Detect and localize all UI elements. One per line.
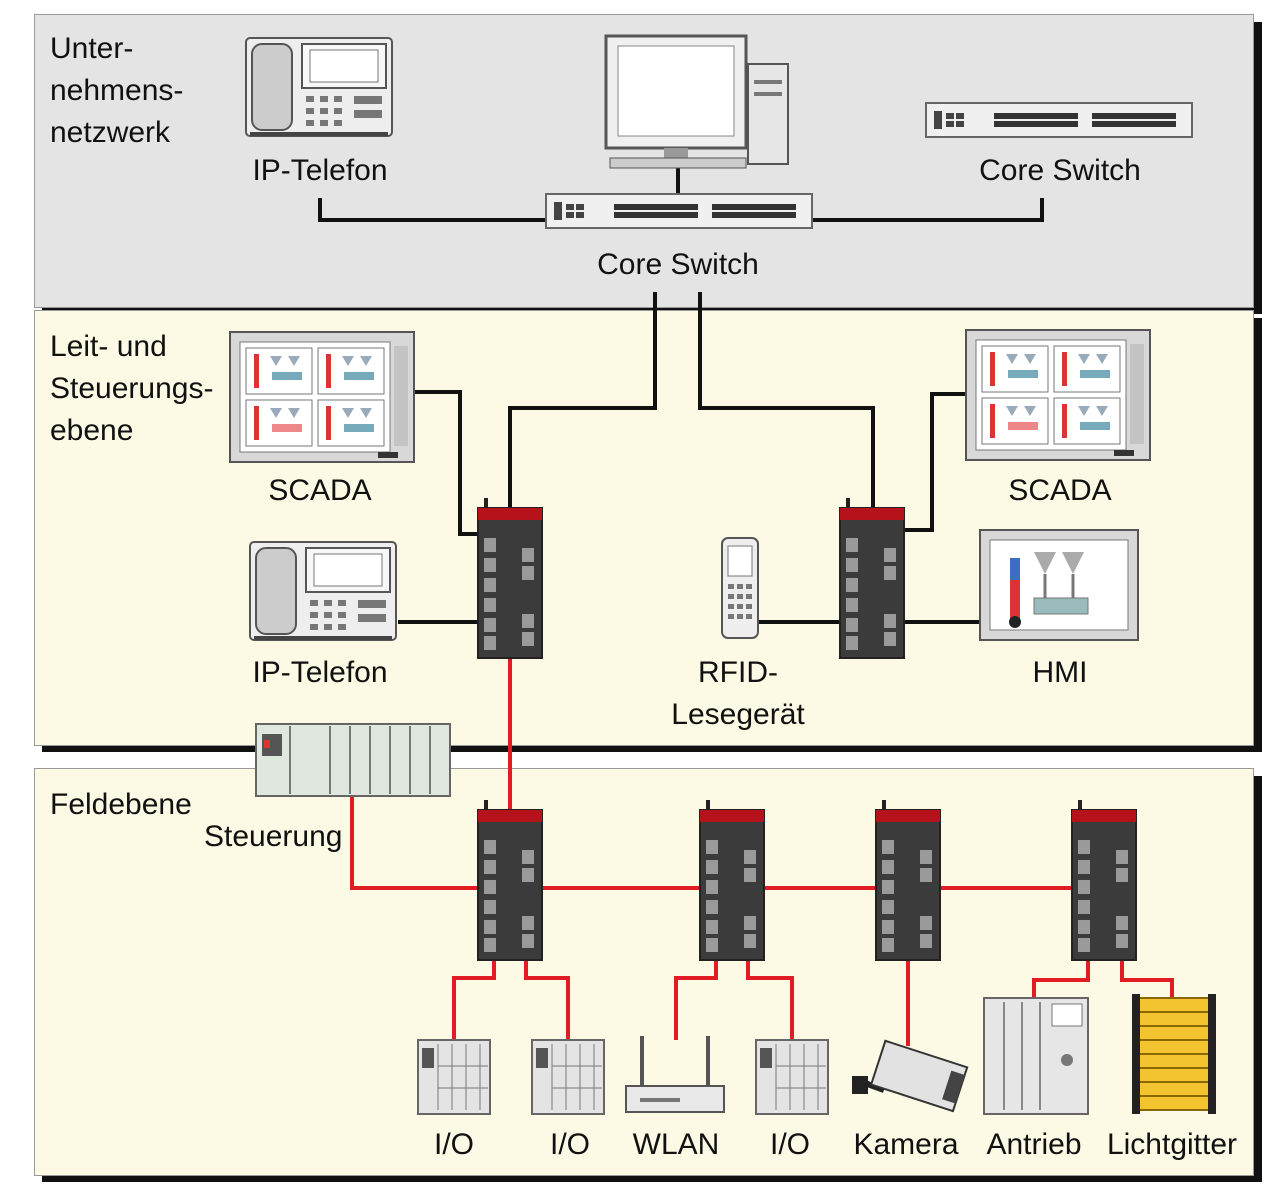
hmi-icon bbox=[979, 529, 1139, 641]
field-level-label-line-1: Feldebene bbox=[50, 788, 192, 821]
io-3-label: I/O bbox=[769, 1128, 811, 1161]
rfid-label-line-2: Lesegerät bbox=[671, 698, 805, 731]
enterprise-level-label-line-3: netzwerk bbox=[50, 116, 171, 149]
enterprise-level-label: Unter- nehmens- netzwerk bbox=[50, 28, 183, 154]
steuerung-label: Steuerung bbox=[204, 820, 343, 853]
field-switch-4-icon bbox=[1071, 799, 1137, 961]
light-curtain-icon bbox=[1132, 994, 1216, 1114]
core-switch-center-icon bbox=[545, 193, 813, 229]
control-level-label-line-2: Steuerungs- bbox=[50, 372, 214, 405]
ip-phone-icon bbox=[245, 37, 393, 137]
io-module-2-icon bbox=[531, 1039, 605, 1115]
ip-phone-top-label: IP-Telefon bbox=[252, 154, 388, 187]
io-1-label: I/O bbox=[433, 1128, 475, 1161]
kamera-label: Kamera bbox=[853, 1128, 959, 1161]
control-level-label: Leit- und Steuerungs- ebene bbox=[50, 326, 213, 452]
control-level-label-line-1: Leit- und bbox=[50, 330, 167, 363]
control-switch-left-icon bbox=[477, 497, 543, 659]
rfid-label-line-1: RFID- bbox=[698, 656, 778, 689]
io-2-label: I/O bbox=[549, 1128, 591, 1161]
field-switch-3-icon bbox=[875, 799, 941, 961]
ip-phone-mid-label: IP-Telefon bbox=[252, 656, 388, 689]
control-switch-right-icon bbox=[839, 497, 905, 659]
enterprise-level-label-line-2: nehmens- bbox=[50, 74, 184, 107]
antrieb-label: Antrieb bbox=[986, 1128, 1082, 1161]
core-switch-right-label: Core Switch bbox=[979, 154, 1141, 187]
wlan-label: WLAN bbox=[632, 1128, 720, 1161]
camera-icon bbox=[852, 1039, 969, 1113]
plc-controller-icon bbox=[255, 723, 451, 797]
hmi-label: HMI bbox=[1032, 656, 1088, 689]
wlan-access-point-icon bbox=[625, 1036, 725, 1113]
io-module-3-icon bbox=[755, 1039, 829, 1115]
drive-icon bbox=[983, 997, 1089, 1115]
field-switch-2-icon bbox=[699, 799, 765, 961]
scada-right-icon bbox=[965, 329, 1151, 461]
field-switch-1-icon bbox=[477, 799, 543, 961]
computer-icon bbox=[604, 34, 789, 169]
control-level-label-line-3: ebene bbox=[50, 414, 134, 447]
field-level-label: Feldebene bbox=[50, 784, 192, 826]
io-module-1-icon bbox=[417, 1039, 491, 1115]
enterprise-level-label-line-1: Unter- bbox=[50, 32, 134, 65]
core-switch-right-icon bbox=[925, 102, 1193, 138]
scada-left-icon bbox=[229, 331, 415, 463]
scada-left-label: SCADA bbox=[268, 474, 372, 507]
ip-phone-mid-icon bbox=[249, 541, 397, 641]
rfid-reader-icon bbox=[721, 537, 759, 639]
core-switch-center-label: Core Switch bbox=[597, 248, 759, 281]
scada-right-label: SCADA bbox=[1008, 474, 1112, 507]
lichtgitter-label: Lichtgitter bbox=[1106, 1128, 1238, 1161]
